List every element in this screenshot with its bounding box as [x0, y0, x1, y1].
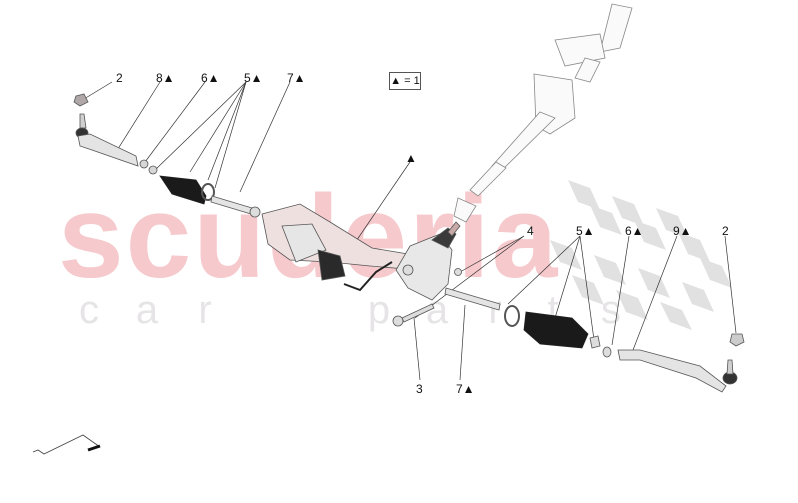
watermark-letter: t: [547, 288, 559, 332]
steering-rack: [261, 203, 461, 301]
callout-9[interactable]: 9▲: [673, 224, 692, 238]
right-inner-tie-rod: [444, 287, 501, 311]
left-inner-tie-rod: [210, 195, 261, 218]
right-boot: [504, 305, 612, 358]
view-orientation-icon: [32, 434, 101, 455]
watermark-letter: r: [488, 288, 502, 332]
watermark-letter: p: [367, 288, 391, 332]
left-boot: [159, 175, 215, 205]
callout-5-left[interactable]: 5▲: [244, 71, 263, 85]
callout-6-left[interactable]: 6▲: [201, 71, 220, 85]
watermark-letter: a: [135, 288, 159, 332]
bolt-3: [392, 303, 435, 327]
legend-quantity-box: ▲ = 1: [389, 72, 421, 90]
right-tie-rod-end: [617, 333, 745, 393]
callout-3[interactable]: 3: [416, 382, 423, 396]
callout-2-left[interactable]: 2: [116, 71, 123, 85]
callout-rack[interactable]: ▲: [405, 151, 417, 165]
checker-flag-watermark: [550, 180, 732, 330]
callout-4[interactable]: 4: [527, 224, 534, 238]
callout-8-left[interactable]: 8▲: [156, 71, 175, 85]
callout-6-right[interactable]: 6▲: [625, 224, 644, 238]
callout-2-right[interactable]: 2: [722, 224, 729, 238]
callout-7-bottom[interactable]: 7▲: [456, 382, 475, 396]
watermark-letter: c: [79, 288, 99, 332]
left-tie-rod-end: [73, 93, 158, 175]
nut-4: [454, 268, 462, 276]
watermark-letter: r: [198, 288, 212, 332]
callout-7-top[interactable]: 7▲: [287, 71, 306, 85]
callout-5-right[interactable]: 5▲: [576, 224, 595, 238]
leader-lines: [83, 81, 737, 381]
steering-column: [453, 3, 633, 223]
